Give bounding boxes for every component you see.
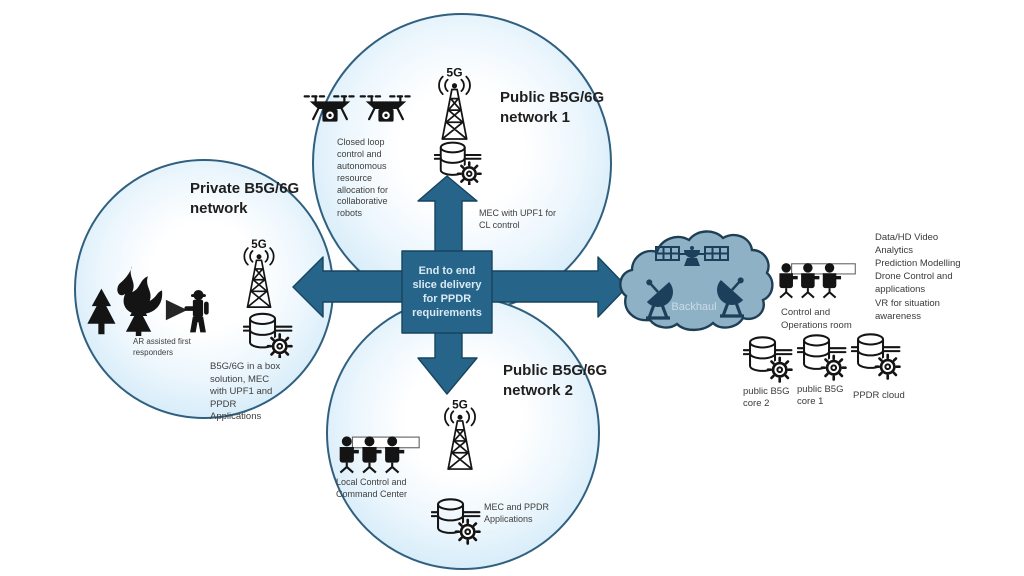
- capabilities-list: Data/HD Video Analytics Prediction Model…: [875, 231, 977, 323]
- cloud-shape: [619, 230, 774, 332]
- satellite-dish-icon: [717, 277, 744, 318]
- cell-tower-icon: 5G: [431, 66, 478, 142]
- public-network-1-title: Public B5G/6G network 1: [500, 89, 605, 126]
- private-network-circle: [74, 159, 334, 419]
- hub-cross-arrows: [292, 175, 628, 395]
- control-room-icon: [774, 255, 858, 301]
- public-network-2-title: Public B5G/6G network 2: [503, 362, 608, 399]
- firefighter-icon: [164, 282, 218, 338]
- hub-box: [401, 250, 493, 334]
- forest-fire-icon: [86, 264, 166, 336]
- b5g-box-caption: B5G/6G in a box solution, MEC with UPF1 …: [210, 361, 281, 423]
- backhaul-label: Backhaul: [671, 301, 716, 313]
- capability-item: VR for situation awareness: [875, 297, 940, 322]
- cell-tower-icon: 5G: [437, 398, 483, 472]
- capability-item: Prediction Modelling: [875, 258, 961, 270]
- ar-responders-caption: AR assisted first responders: [133, 337, 191, 357]
- core-cloud-label: PPDR cloud: [853, 390, 905, 401]
- hub-label: End to end slice delivery for PPDR requi…: [412, 264, 482, 320]
- satellite-icon: [655, 246, 729, 266]
- arrow-down: [417, 331, 478, 395]
- control-operations-caption: Control and Operations room: [781, 307, 852, 331]
- drone-icon: [359, 86, 413, 132]
- mec-upf1-caption: MEC with UPF1 for CL control: [479, 208, 557, 230]
- control-room-icon: [334, 429, 422, 475]
- public-network-2-circle: [326, 296, 600, 570]
- tower-5g-label: 5G: [446, 66, 462, 80]
- satellite-dish-icon: [646, 279, 673, 320]
- private-network-title: Private B5G/6G network: [190, 180, 300, 217]
- mec-ppdr-caption: MEC and PPDR Applications: [484, 502, 550, 524]
- core-cloud-icon: [851, 330, 901, 380]
- tower-5g-label: 5G: [452, 398, 468, 411]
- mec-database-gear-icon: [431, 495, 481, 545]
- core-cloud-label: public B5G core 2: [743, 386, 790, 410]
- core-cloud-label: public B5G core 1: [797, 384, 844, 408]
- core-cloud-icon: [743, 333, 793, 383]
- capability-item: Drone Control and applications: [875, 271, 953, 296]
- mec-database-gear-icon: [243, 311, 293, 358]
- capability-item: Data/HD Video Analytics: [875, 232, 939, 257]
- local-command-caption: Local Control and Command Center: [336, 477, 408, 499]
- backhaul-cloud: Backhaul: [614, 226, 774, 338]
- closed-loop-caption: Closed loop control and autonomous resou…: [337, 137, 389, 219]
- arrow-left: [292, 256, 404, 318]
- tower-5g-label: 5G: [251, 239, 266, 251]
- drone-icon: [303, 86, 357, 132]
- arrow-right: [490, 256, 628, 318]
- arrow-up: [417, 175, 478, 253]
- mec-database-gear-icon: [434, 140, 482, 185]
- core-cloud-icon: [797, 331, 847, 381]
- cell-tower-icon: 5G: [237, 238, 281, 310]
